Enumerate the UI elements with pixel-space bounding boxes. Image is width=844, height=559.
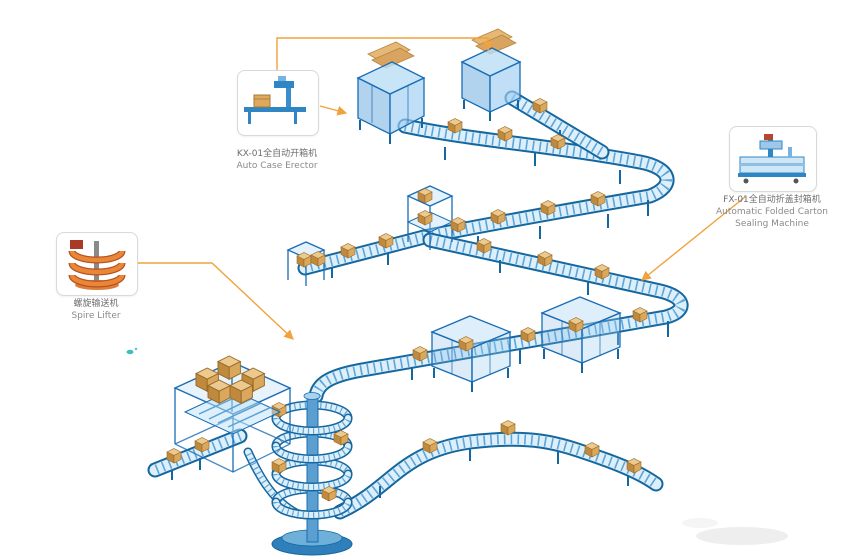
callout-card-spiral-lifter	[56, 232, 138, 296]
leader-arrow-case-erector	[319, 105, 348, 116]
carton-box	[333, 430, 349, 446]
palletizer-machine	[173, 355, 292, 473]
carton-box	[271, 458, 287, 474]
callout-label-cn: 螺旋输送机	[73, 299, 119, 309]
case-erector-machine-1	[356, 41, 426, 144]
carton-box	[568, 317, 584, 333]
callout-label-en: Automatic Folded Carton Sealing Machine	[716, 207, 828, 230]
junction-elevator	[406, 185, 454, 250]
spiral-lifter-thumbnail	[68, 240, 126, 290]
carton-box	[417, 188, 433, 204]
callout-label-cn: KX-01全自动开箱机	[236, 149, 318, 159]
carton-box	[229, 379, 253, 404]
callout-leader-lines	[137, 37, 746, 340]
carton-box	[296, 252, 312, 268]
teal-mark	[126, 347, 138, 355]
conveyor-main-cascade	[397, 118, 675, 245]
carton-box	[207, 379, 231, 404]
callout-label-spiral-lifter: 螺旋输送机 Spire Lifter	[46, 298, 146, 322]
leader-line-case-erector	[276, 37, 493, 70]
sealing-machine-1	[430, 315, 512, 392]
palletizer-outfeed-conveyor	[147, 428, 248, 478]
callout-card-sealing-machine	[729, 126, 817, 192]
conveyor-output-run	[332, 431, 664, 520]
callout-label-sealing-machine: FX-01全自动折盖封箱机 Automatic Folded Carton Se…	[706, 194, 838, 230]
leader-line-sealing-machine	[641, 196, 746, 281]
conveyor-merge	[504, 90, 610, 160]
callout-label-case-erector: KX-01全自动开箱机 Auto Case Erector	[217, 148, 337, 172]
spiral-lifter-machine	[271, 392, 353, 556]
callout-label-cn: FX-01全自动折盖封箱机	[723, 195, 821, 205]
carton-box	[321, 486, 337, 502]
sealing-machine-thumbnail	[738, 134, 806, 184]
callout-label-en: Spire Lifter	[71, 311, 121, 322]
leader-line-spiral-lifter	[137, 262, 294, 340]
conveyor-legs	[171, 130, 669, 498]
callout-label-en: Auto Case Erector	[236, 161, 318, 172]
conveyor-sealing-run	[308, 232, 689, 404]
carton-box	[417, 210, 433, 226]
case-erector-machine-2	[460, 28, 522, 121]
carton-box	[217, 355, 241, 380]
callout-card-case-erector	[237, 70, 319, 136]
watermark-smudge	[682, 518, 788, 545]
case-erector-thumbnail	[244, 76, 306, 124]
carton-box	[458, 336, 474, 352]
sealing-machine-2	[540, 296, 622, 373]
